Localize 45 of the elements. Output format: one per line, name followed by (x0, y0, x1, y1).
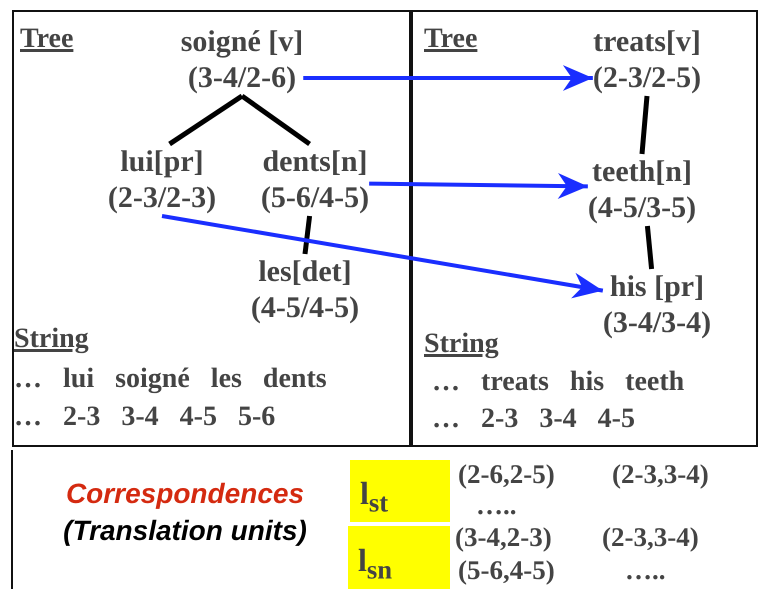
tree-branch (302, 216, 312, 254)
tree-branch (240, 94, 312, 146)
section-heading: String (424, 327, 499, 361)
panel-frame (12, 10, 411, 447)
section-heading: String (14, 322, 89, 356)
span-label: (3-4/2-6) (186, 60, 298, 96)
arrow (369, 173, 588, 200)
span-label: (2-3/2-3) (108, 180, 216, 216)
span-pair: (5-6,4-5) (458, 555, 555, 585)
set-symbol: l$_{sn}$ (358, 542, 392, 586)
word-label: dents[n] (262, 144, 368, 180)
word-label: his [pr] (608, 269, 706, 305)
string-line: … lui soigné les dents (14, 362, 327, 396)
span-pair: (2-3,3-4) (612, 459, 709, 489)
arrow (162, 214, 604, 298)
span-pair: ….. (476, 490, 516, 520)
highlight-box (350, 460, 450, 522)
word-label: treats[v] (592, 24, 702, 60)
section-heading: Tree (424, 22, 478, 56)
span-pair: (2-3,3-4) (602, 522, 699, 552)
span-label: (3-4/3-4) (602, 305, 712, 341)
string-line: … 2-3 3-4 4-5 (432, 402, 635, 436)
span-pair: (3-4,2-3) (455, 522, 552, 552)
tree-branch (644, 226, 654, 270)
span-pair: (2-6,2-5) (458, 459, 555, 489)
section-heading: Tree (20, 22, 74, 56)
tree-branch (640, 96, 650, 154)
word-label: teeth[n] (591, 154, 693, 190)
word-label: les[det] (257, 254, 353, 290)
string-line: … 2-3 3-4 4-5 5-6 (14, 400, 276, 434)
heading-text: Correspondences (66, 477, 304, 511)
heading-text: (Translation units) (63, 514, 307, 548)
string-line: … treats his teeth (432, 365, 684, 399)
word-label: lui[pr] (119, 144, 205, 180)
tree-branch (168, 94, 244, 146)
set-symbol: l$_{st}$ (360, 474, 388, 519)
highlight-box (348, 526, 450, 589)
arrow (303, 65, 593, 91)
span-pair: ….. (625, 555, 666, 585)
span-label: (2-3/2-5) (592, 60, 702, 96)
panel-frame (411, 10, 758, 447)
span-label: (4-5/3-5) (588, 190, 696, 226)
span-label: (4-5/4-5) (250, 290, 360, 326)
word-label: soigné [v] (180, 24, 304, 60)
span-label: (5-6/4-5) (260, 180, 370, 216)
